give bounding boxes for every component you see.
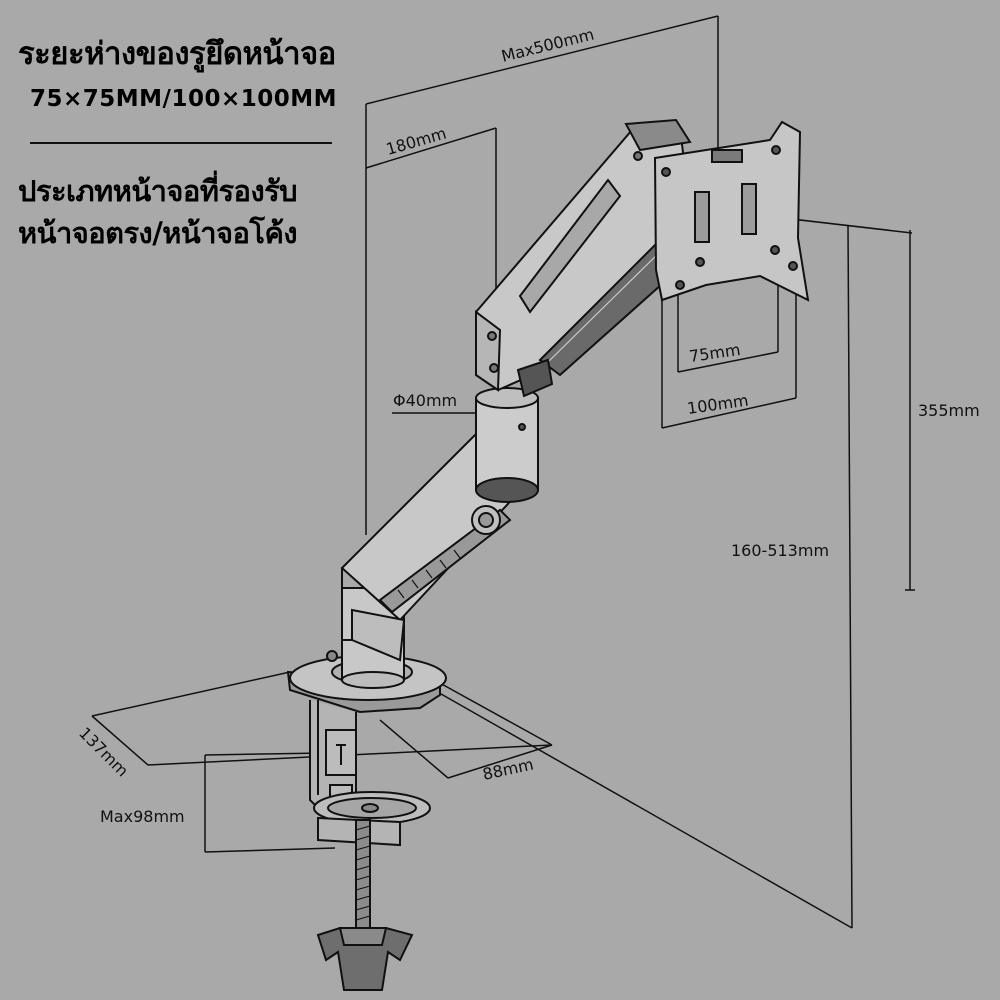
screen-types: หน้าจอตรง/หน้าจอโค้ง: [18, 216, 298, 250]
upper-arm: [475, 118, 692, 398]
vesa-plate: [653, 120, 810, 302]
screen-type-heading: ประเภทหน้าจอที่รองรับ: [18, 174, 298, 208]
desk-clamp: [309, 700, 431, 991]
height-range-label: 160-513mm: [731, 541, 829, 560]
pole-diameter-label: Φ40mm: [393, 391, 457, 410]
elbow-joint: [475, 387, 539, 503]
tilt-height-label: 355mm: [918, 401, 980, 420]
vesa-sizes: 75×75MM/100×100MM: [30, 86, 338, 112]
base-depth-label: 137mm: [75, 723, 132, 780]
vesa-100-label: 100mm: [686, 391, 750, 418]
dimension-lines: [91, 15, 915, 929]
clamp-max-label: Max98mm: [100, 807, 185, 826]
arm-length-label: 180mm: [384, 124, 449, 159]
divider: [30, 142, 332, 144]
vesa-heading: ระยะห่างของรูยึดหน้าจอ: [18, 36, 336, 72]
vesa-75-label: 75mm: [688, 340, 742, 366]
max-reach-label: Max500mm: [499, 25, 596, 66]
base-width-label: 88mm: [481, 755, 535, 784]
